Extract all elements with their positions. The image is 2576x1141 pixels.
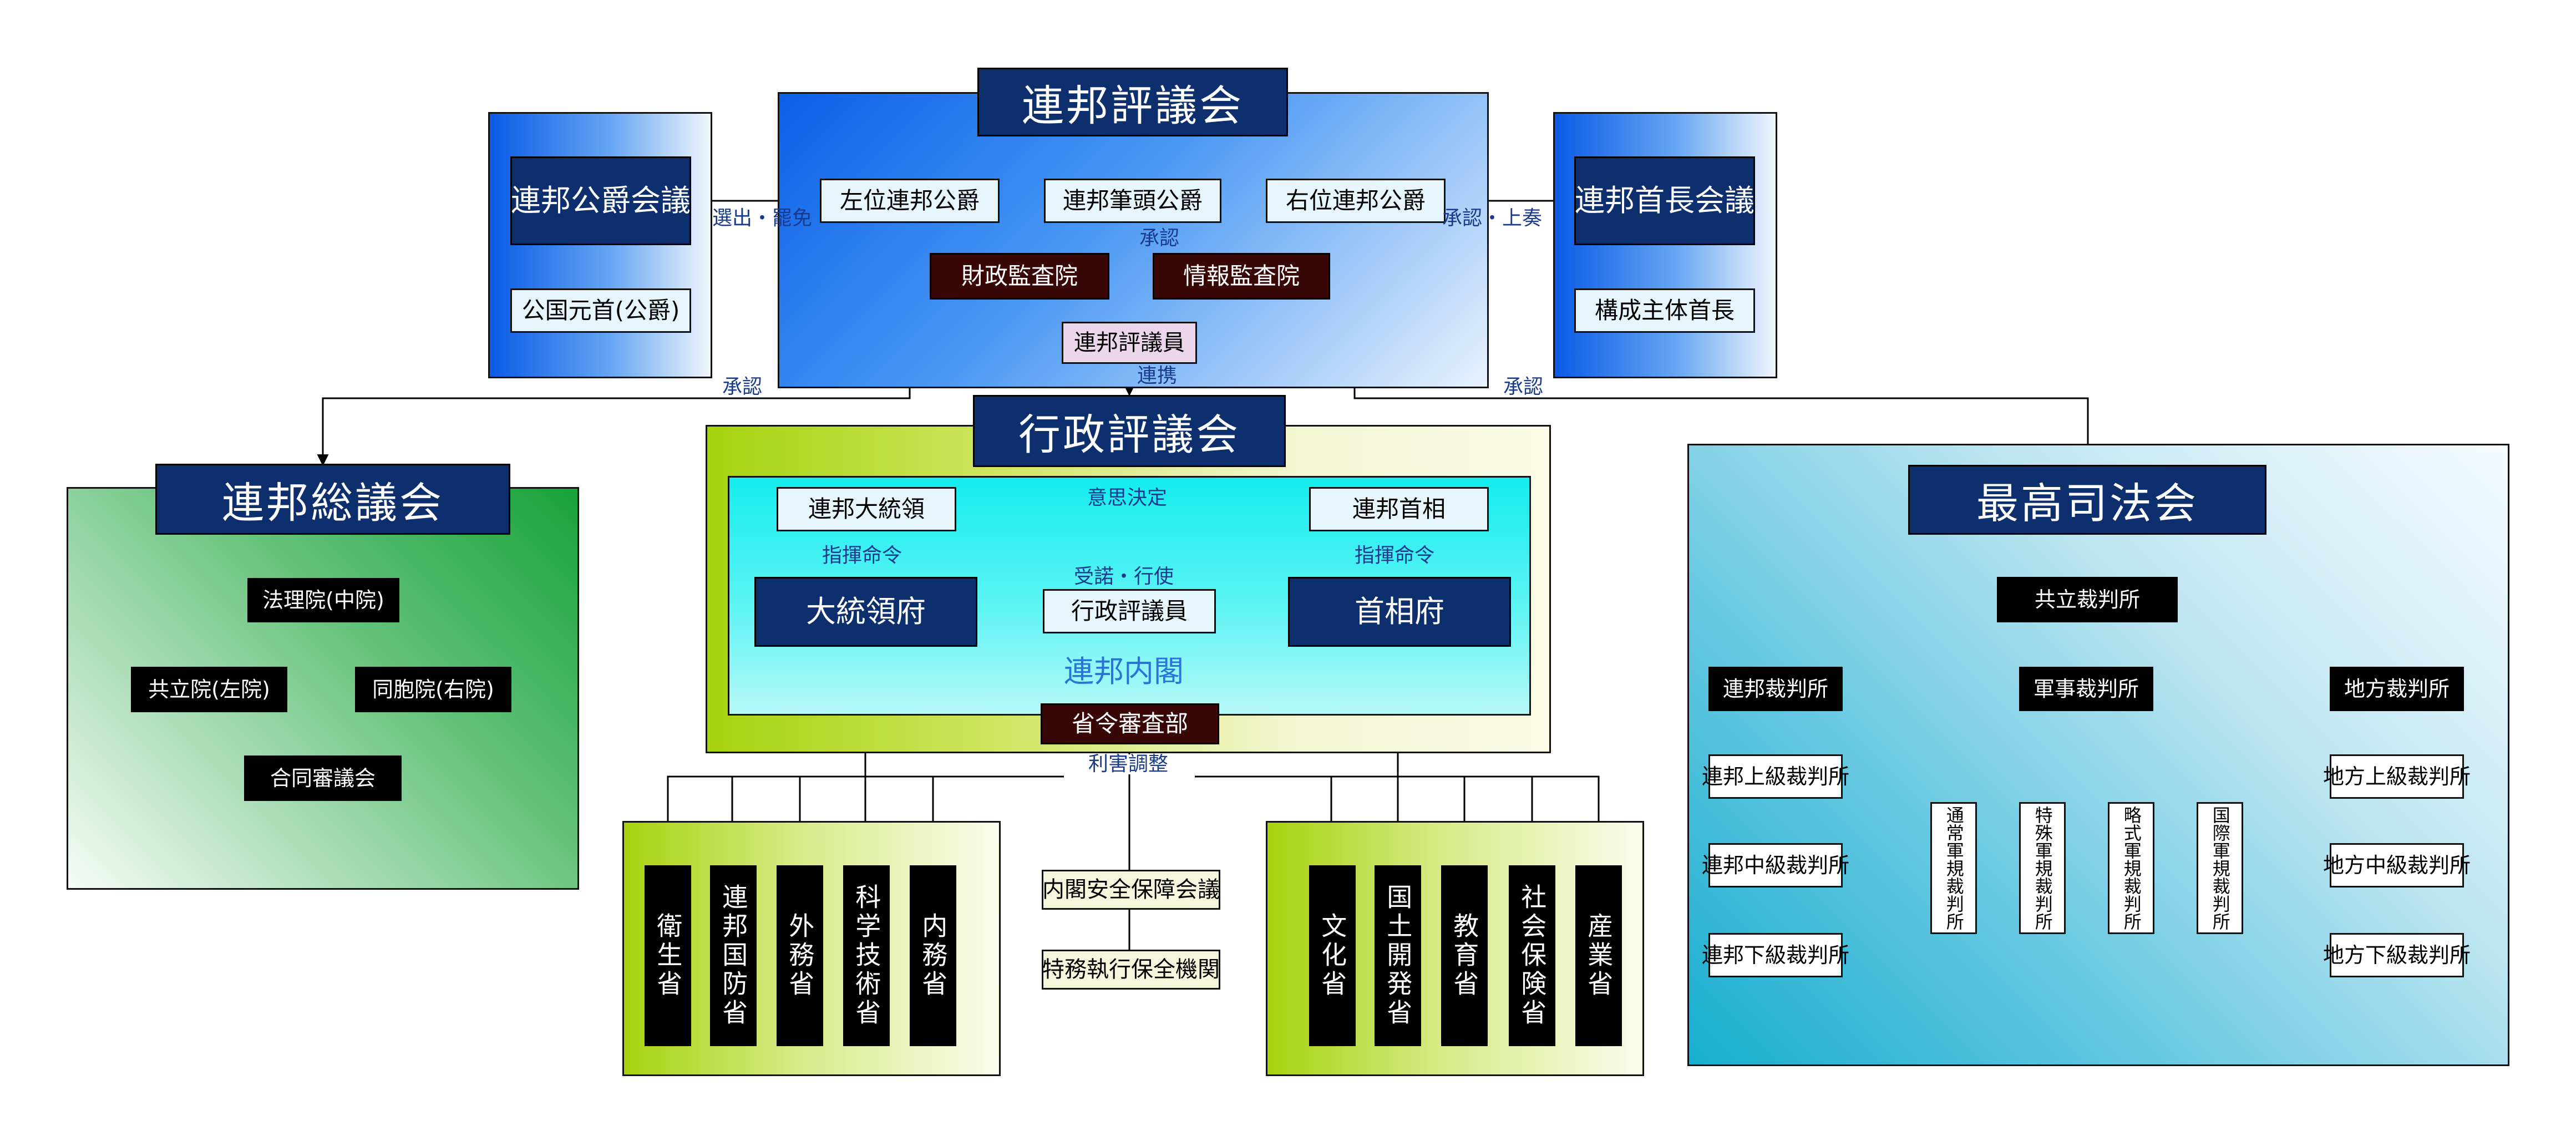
ministry-science: 科学技術省	[843, 865, 890, 1046]
label-accept-exercise: 受諾・行使	[1074, 565, 1174, 588]
joint-house: 共立院(左院)	[131, 667, 287, 712]
finance-audit-office: 財政監査院	[930, 253, 1109, 300]
info-audit-office: 情報監査院	[1153, 253, 1330, 300]
label-command-left: 指揮命令	[822, 544, 902, 567]
label-approve-left: 承認	[722, 376, 763, 398]
ministry-defense: 連邦国防省	[710, 865, 757, 1046]
label-command-right: 指揮命令	[1355, 544, 1435, 567]
duke-assembly-panel	[488, 112, 712, 378]
joint-council: 合同審議会	[244, 755, 402, 801]
regional-middle-court: 地方中級裁判所	[2323, 843, 2471, 888]
label-elect-dismiss: 選出・罷免	[712, 207, 813, 230]
premier-office: 首相府	[1288, 577, 1511, 647]
law-house: 法理院(中院)	[247, 578, 399, 622]
supreme-court-title: 最高司法会	[1908, 465, 2266, 535]
ministry-land: 国土開発省	[1375, 865, 1421, 1046]
military-court-international: 国際軍規裁判所	[2197, 802, 2243, 934]
ministry-foreign: 外務省	[777, 865, 823, 1046]
ministry-interior: 内務省	[910, 865, 956, 1046]
label-coordinate: 利害調整	[1087, 753, 1170, 775]
ministry-education: 教育省	[1441, 865, 1488, 1046]
label-approve-right: 承認	[1503, 376, 1544, 398]
label-decision: 意思決定	[1087, 486, 1168, 509]
military-court-ordinary: 通常軍規裁判所	[1930, 802, 1977, 934]
duke-assembly-title: 連邦公爵会議	[510, 156, 691, 245]
label-cooperate: 連携	[1137, 364, 1178, 387]
military-court-summary: 略式軍規裁判所	[2108, 802, 2154, 934]
federal-president: 連邦大統領	[777, 487, 956, 531]
duke-assembly-member: 公国元首(公爵)	[510, 288, 691, 333]
right-duke: 右位連邦公爵	[1266, 179, 1446, 223]
federal-premier: 連邦首相	[1309, 487, 1489, 531]
federal-lower-court: 連邦下級裁判所	[1702, 933, 1849, 977]
head-duke: 連邦筆頭公爵	[1044, 179, 1221, 223]
fraternal-house: 同胞院(右院)	[355, 667, 511, 712]
chief-assembly-member: 構成主体首長	[1574, 288, 1755, 333]
federal-middle-court: 連邦中級裁判所	[1702, 843, 1849, 888]
regional-lower-court: 地方下級裁判所	[2323, 933, 2471, 977]
left-duke: 左位連邦公爵	[820, 179, 1000, 223]
military-court-special: 特殊軍規裁判所	[2019, 802, 2066, 934]
executive-councillor: 行政評議員	[1043, 589, 1216, 633]
federal-court: 連邦裁判所	[1708, 667, 1843, 711]
security-council: 内閣安全保障会議	[1042, 870, 1220, 910]
special-agency: 特務執行保全機関	[1042, 950, 1220, 990]
chief-assembly-panel	[1553, 112, 1777, 378]
label-approve-center: 承認	[1139, 227, 1180, 250]
federal-council-title: 連邦評議会	[977, 68, 1288, 136]
ordinance-review-dept: 省令審査部	[1041, 703, 1219, 744]
ministry-health: 衛生省	[645, 865, 691, 1046]
president-office: 大統領府	[754, 577, 977, 647]
regional-court: 地方裁判所	[2330, 667, 2464, 711]
chief-assembly-title: 連邦首長会議	[1574, 156, 1755, 245]
cabinet-label: 連邦内閣	[1064, 654, 1184, 689]
regional-upper-court: 地方上級裁判所	[2323, 754, 2471, 799]
joint-court: 共立裁判所	[1997, 577, 2178, 622]
ministry-industry: 産業省	[1575, 865, 1622, 1046]
executive-council-title: 行政評議会	[973, 395, 1286, 467]
federal-upper-court: 連邦上級裁判所	[1702, 754, 1849, 799]
label-approve-report: 承認・上奏	[1442, 207, 1543, 230]
military-court: 軍事裁判所	[2019, 667, 2153, 711]
general-assembly-title: 連邦総議会	[155, 464, 510, 535]
ministry-culture: 文化省	[1309, 865, 1356, 1046]
federal-councillor: 連邦評議員	[1062, 322, 1197, 364]
ministry-social-insurance: 社会保険省	[1509, 865, 1555, 1046]
